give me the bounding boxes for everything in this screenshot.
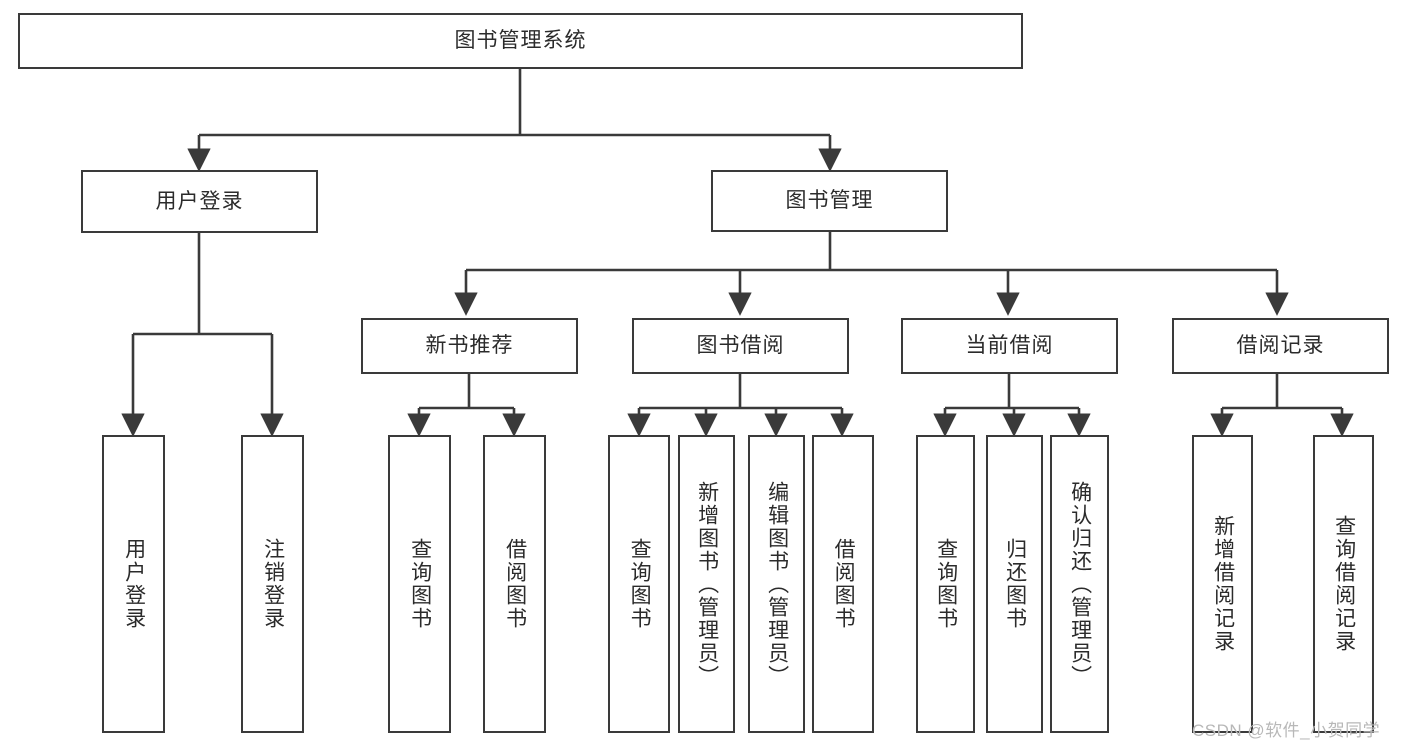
leaf-edit-book-admin-label: 编辑图书（管理员） <box>765 480 789 688</box>
leaf-return-book[interactable]: 归还图书 <box>986 435 1043 733</box>
leaf-edit-book-admin[interactable]: 编辑图书（管理员） <box>748 435 805 733</box>
leaf-query-book-borrow[interactable]: 查询图书 <box>608 435 670 733</box>
node-book-management-label: 图书管理 <box>785 189 874 213</box>
node-root-label: 图书管理系统 <box>454 29 587 53</box>
leaf-user-login-label: 用户登录 <box>122 538 146 630</box>
leaf-query-book-current-label: 查询图书 <box>934 538 958 630</box>
node-borrow-record-label: 借阅记录 <box>1236 334 1325 358</box>
node-user-login[interactable]: 用户登录 <box>81 170 318 233</box>
leaf-query-borrow-record[interactable]: 查询借阅记录 <box>1313 435 1374 733</box>
leaf-borrow-book-newbook-label: 借阅图书 <box>503 538 527 630</box>
leaf-borrow-book-borrow[interactable]: 借阅图书 <box>812 435 874 733</box>
node-user-login-label: 用户登录 <box>155 189 244 213</box>
node-root[interactable]: 图书管理系统 <box>18 13 1023 69</box>
leaf-logout-label: 注销登录 <box>261 538 285 630</box>
leaf-query-book-newbook-label: 查询图书 <box>408 538 432 630</box>
leaf-query-book-current[interactable]: 查询图书 <box>916 435 975 733</box>
leaf-add-book-admin[interactable]: 新增图书（管理员） <box>678 435 735 733</box>
leaf-return-book-label: 归还图书 <box>1003 538 1027 630</box>
csdn-watermark: CSDN @软件_小贺同学 <box>1192 721 1381 740</box>
leaf-add-borrow-record[interactable]: 新增借阅记录 <box>1192 435 1253 733</box>
leaf-query-book-borrow-label: 查询图书 <box>628 538 652 630</box>
node-current-borrow[interactable]: 当前借阅 <box>901 318 1118 374</box>
leaf-logout[interactable]: 注销登录 <box>241 435 304 733</box>
leaf-add-borrow-record-label: 新增借阅记录 <box>1211 515 1235 653</box>
node-new-book-recommend-label: 新书推荐 <box>425 334 514 358</box>
node-book-borrow[interactable]: 图书借阅 <box>632 318 849 374</box>
leaf-query-book-newbook[interactable]: 查询图书 <box>388 435 451 733</box>
leaf-add-book-admin-label: 新增图书（管理员） <box>695 480 719 688</box>
node-new-book-recommend[interactable]: 新书推荐 <box>361 318 578 374</box>
leaf-borrow-book-borrow-label: 借阅图书 <box>832 538 856 630</box>
node-borrow-record[interactable]: 借阅记录 <box>1172 318 1389 374</box>
node-current-borrow-label: 当前借阅 <box>965 334 1054 358</box>
leaf-confirm-return-admin[interactable]: 确认归还（管理员） <box>1050 435 1109 733</box>
node-book-borrow-label: 图书借阅 <box>696 334 785 358</box>
leaf-borrow-book-newbook[interactable]: 借阅图书 <box>483 435 546 733</box>
node-book-management[interactable]: 图书管理 <box>711 170 948 232</box>
leaf-user-login[interactable]: 用户登录 <box>102 435 165 733</box>
leaf-confirm-return-admin-label: 确认归还（管理员） <box>1068 480 1092 688</box>
leaf-query-borrow-record-label: 查询借阅记录 <box>1332 515 1356 653</box>
